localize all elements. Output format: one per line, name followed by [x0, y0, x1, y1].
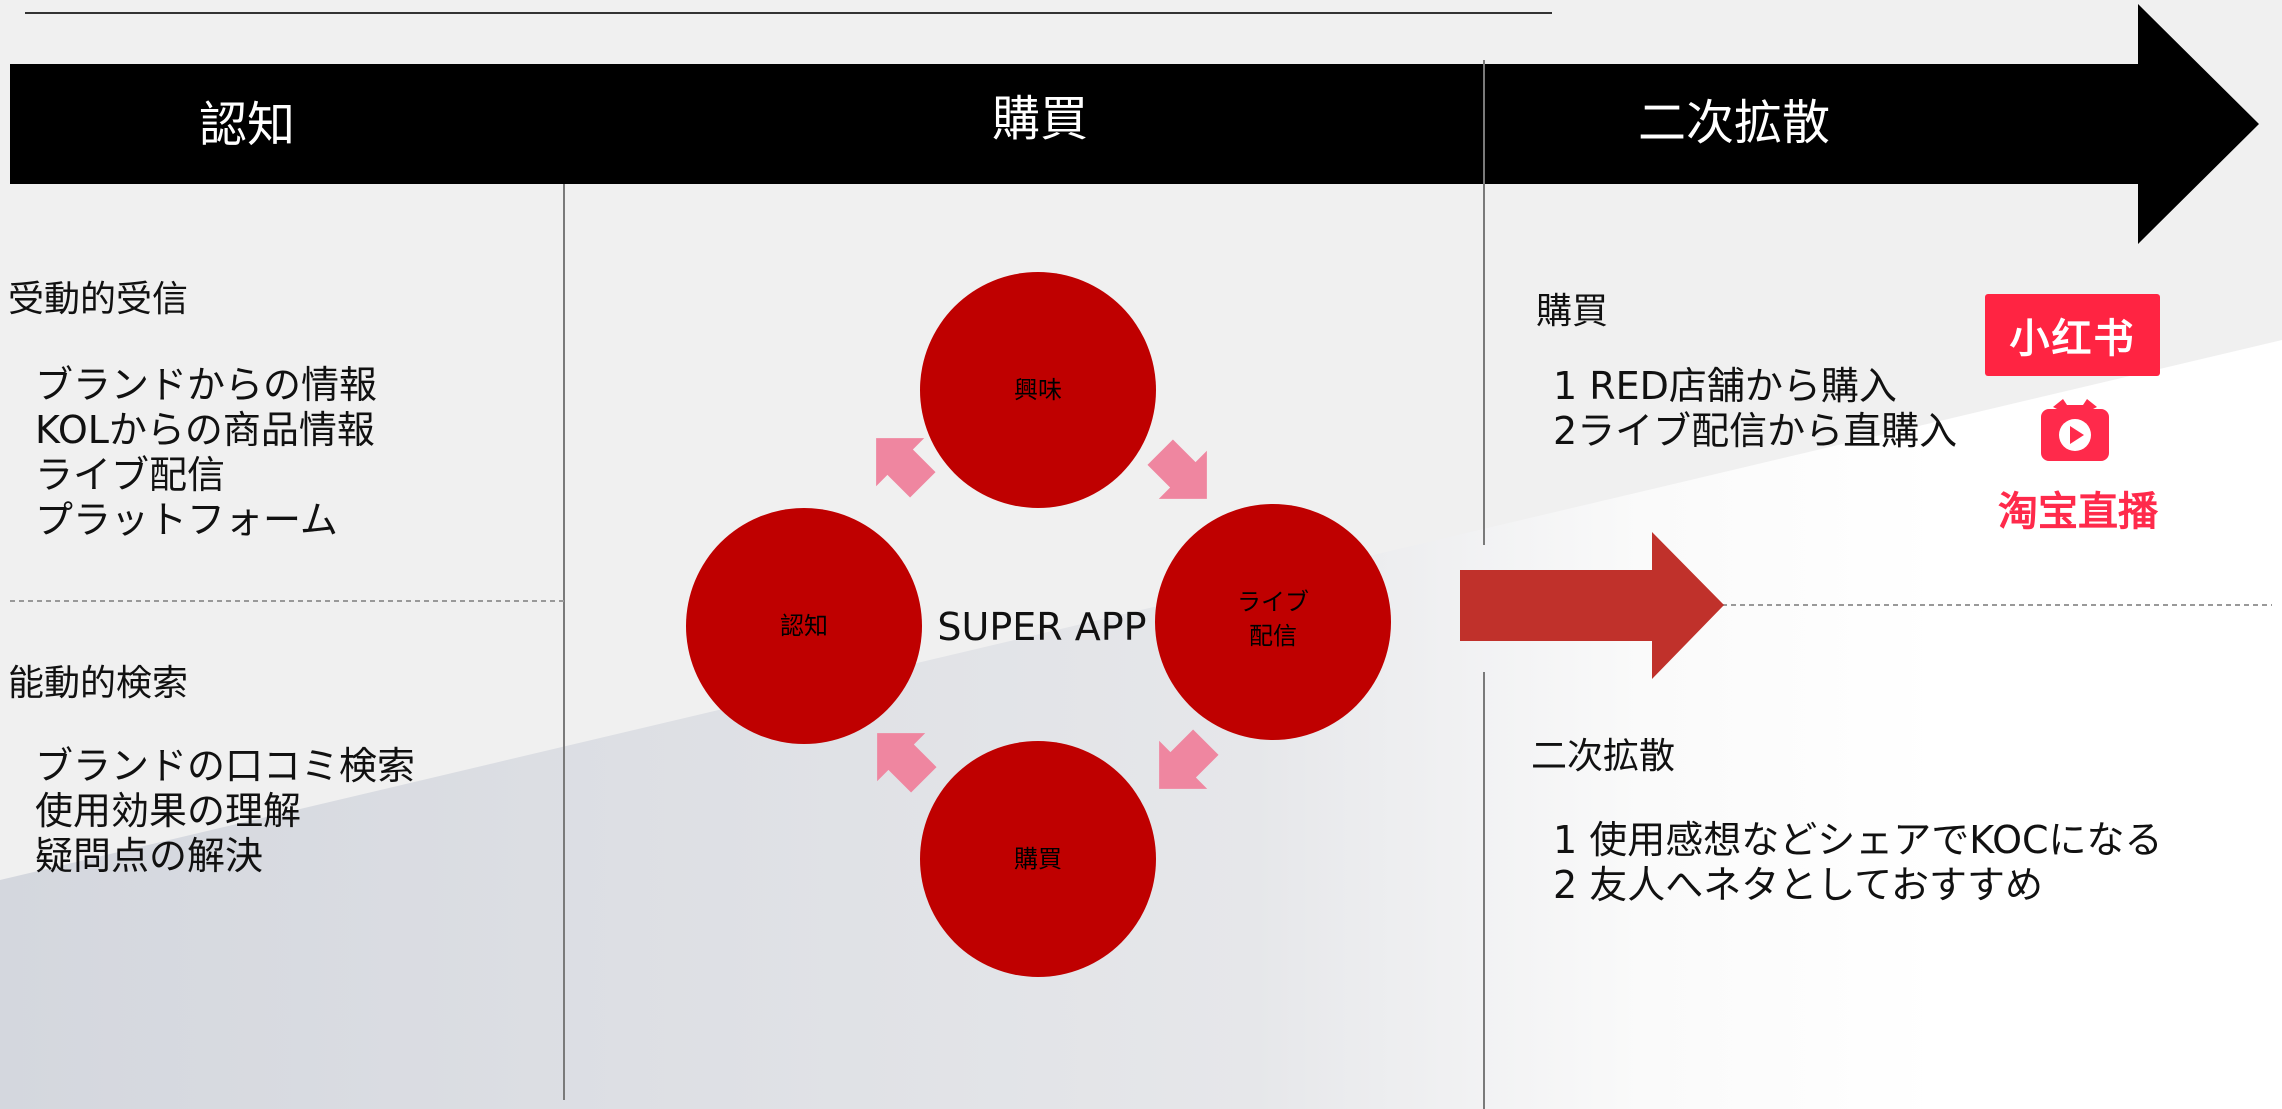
node-live-stream-label-line1: ライブ	[1237, 588, 1309, 616]
spread-title: 二次拡散	[1531, 736, 1676, 777]
list-item: 疑問点の解決	[35, 834, 264, 878]
passive-reception-title: 受動的受信	[8, 279, 189, 320]
list-item: 2ライブ配信から直購入	[1553, 409, 1958, 453]
cycle-arrow-down-left	[1159, 729, 1219, 789]
list-item: 2 友人へネタとしておすすめ	[1553, 863, 2043, 907]
spread-list: 1 使用感想などシェアでKOCになる 2 友人へネタとしておすすめ	[1553, 818, 2163, 908]
node-awareness	[686, 508, 922, 744]
list-item: ブランドの口コミ検索	[35, 744, 416, 788]
stage-spread-label: 二次拡散	[1638, 95, 1831, 151]
node-awareness-label: 認知	[780, 612, 828, 640]
taobao-live-logo-text: 淘宝直播	[1998, 489, 2158, 535]
purchase-title: 購買	[1536, 291, 1609, 332]
active-search-list: ブランドの口コミ検索 使用効果の理解 疑問点の解決	[35, 744, 415, 879]
list-item: 使用効果の理解	[35, 789, 302, 833]
node-purchase	[920, 741, 1156, 977]
list-item: 1 RED店舗から購入	[1553, 364, 1897, 408]
stage-purchase-label: 購買	[992, 91, 1089, 147]
cycle-arrow-up-right	[876, 438, 936, 498]
node-interest-label: 興味	[1014, 376, 1062, 404]
list-item: KOLからの商品情報	[35, 408, 375, 452]
node-live-stream-label-line2: 配信	[1249, 622, 1297, 650]
cycle-arrow-up-left	[877, 733, 937, 793]
cycle-arrow-down-right	[1147, 439, 1207, 499]
purchase-list: 1 RED店舗から購入 2ライブ配信から直購入	[1553, 364, 1957, 454]
list-item: プラットフォーム	[35, 498, 338, 542]
node-purchase-label: 購買	[1014, 845, 1062, 873]
passive-reception-list: ブランドからの情報 KOLからの商品情報 ライブ配信 プラットフォーム	[35, 363, 377, 543]
stage-awareness-label: 認知	[199, 97, 296, 153]
xiaohongshu-logo-text: 小红书	[2009, 316, 2136, 362]
node-live-stream	[1155, 504, 1391, 740]
list-item: 1 使用感想などシェアでKOCになる	[1553, 818, 2163, 862]
xiaohongshu-logo: 小红书	[1985, 294, 2160, 376]
super-app-label: SUPER APP	[937, 605, 1146, 649]
list-item: ブランドからの情報	[35, 363, 378, 407]
active-search-title: 能動的検索	[8, 663, 189, 704]
header-arrow	[10, 4, 2259, 244]
taobao-live-play-icon	[2041, 399, 2109, 461]
flow-arrow	[1460, 532, 1724, 679]
list-item: ライブ配信	[35, 453, 226, 497]
node-interest	[920, 272, 1156, 508]
